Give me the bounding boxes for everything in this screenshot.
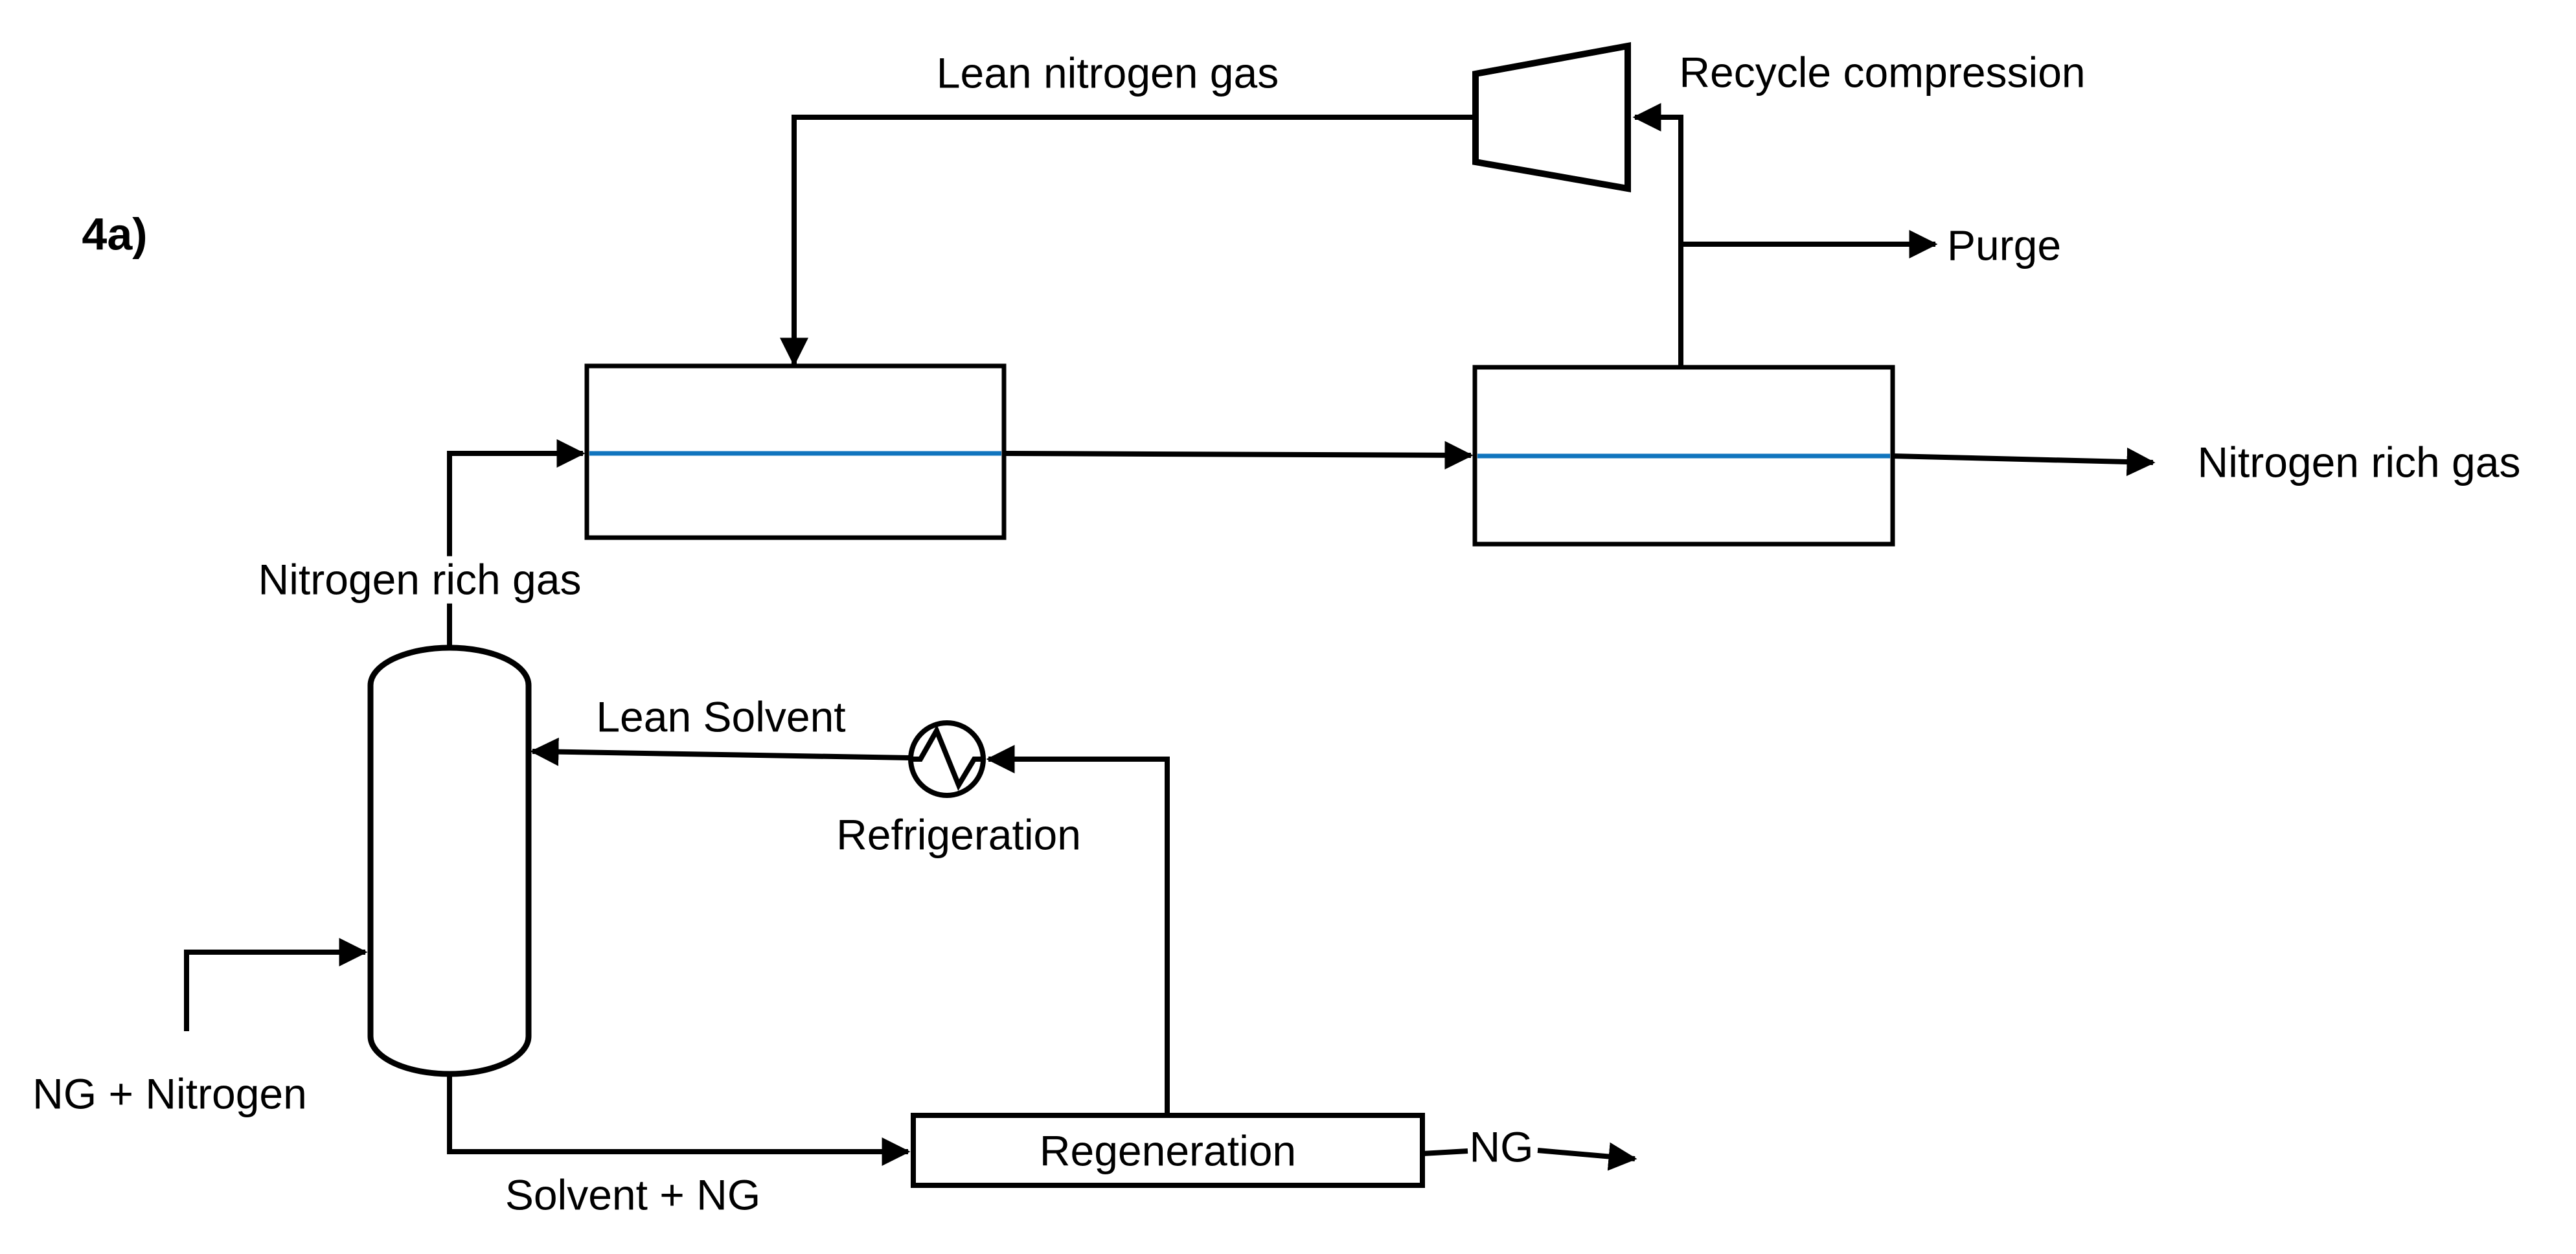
column-overhead-line <box>447 439 586 651</box>
recycle-compressor-symbol <box>1472 42 1631 192</box>
label-recycle-compression: Recycle compression <box>1679 48 2086 97</box>
label-lean-solvent: Lean Solvent <box>596 692 846 741</box>
label-nitrogen-rich-gas-out: Nitrogen rich gas <box>2197 438 2521 486</box>
ng-link-line <box>1422 1148 1468 1156</box>
label-nitrogen-rich-gas-overhead: Nitrogen rich gas <box>253 556 587 604</box>
label-purge: Purge <box>1946 221 2062 269</box>
label-lean-nitrogen-gas: Lean nitrogen gas <box>936 49 1279 97</box>
solvent-ng-line <box>447 1077 911 1166</box>
figure-label: 4a) <box>82 209 148 260</box>
regeneration-unit <box>911 1113 1425 1188</box>
nitrogen-rich-gas-out-line <box>1892 448 2156 476</box>
refrigeration-to-column-line <box>530 737 911 766</box>
absorber-column <box>367 644 532 1077</box>
label-refrigeration: Refrigeration <box>836 810 1081 859</box>
refrigeration-zigzag-icon <box>911 724 983 791</box>
membrane-stage-2 <box>1472 365 1895 547</box>
lean-nitrogen-recycle-line <box>780 115 1476 367</box>
label-solvent-plus-ng: Solvent + NG <box>505 1170 761 1219</box>
membrane-stage-1 <box>584 363 1007 540</box>
label-regeneration: Regeneration <box>1039 1126 1297 1175</box>
label-ng-plus-nitrogen: NG + Nitrogen <box>32 1069 307 1118</box>
label-ng: NG <box>1469 1123 1534 1171</box>
compressor-inlet-line <box>1632 103 1683 367</box>
regeneration-to-refrigeration-line <box>986 745 1170 1115</box>
feed-line <box>184 938 368 1031</box>
ng-arrow-line <box>1537 1142 1637 1171</box>
interstage-line <box>1003 440 1474 470</box>
